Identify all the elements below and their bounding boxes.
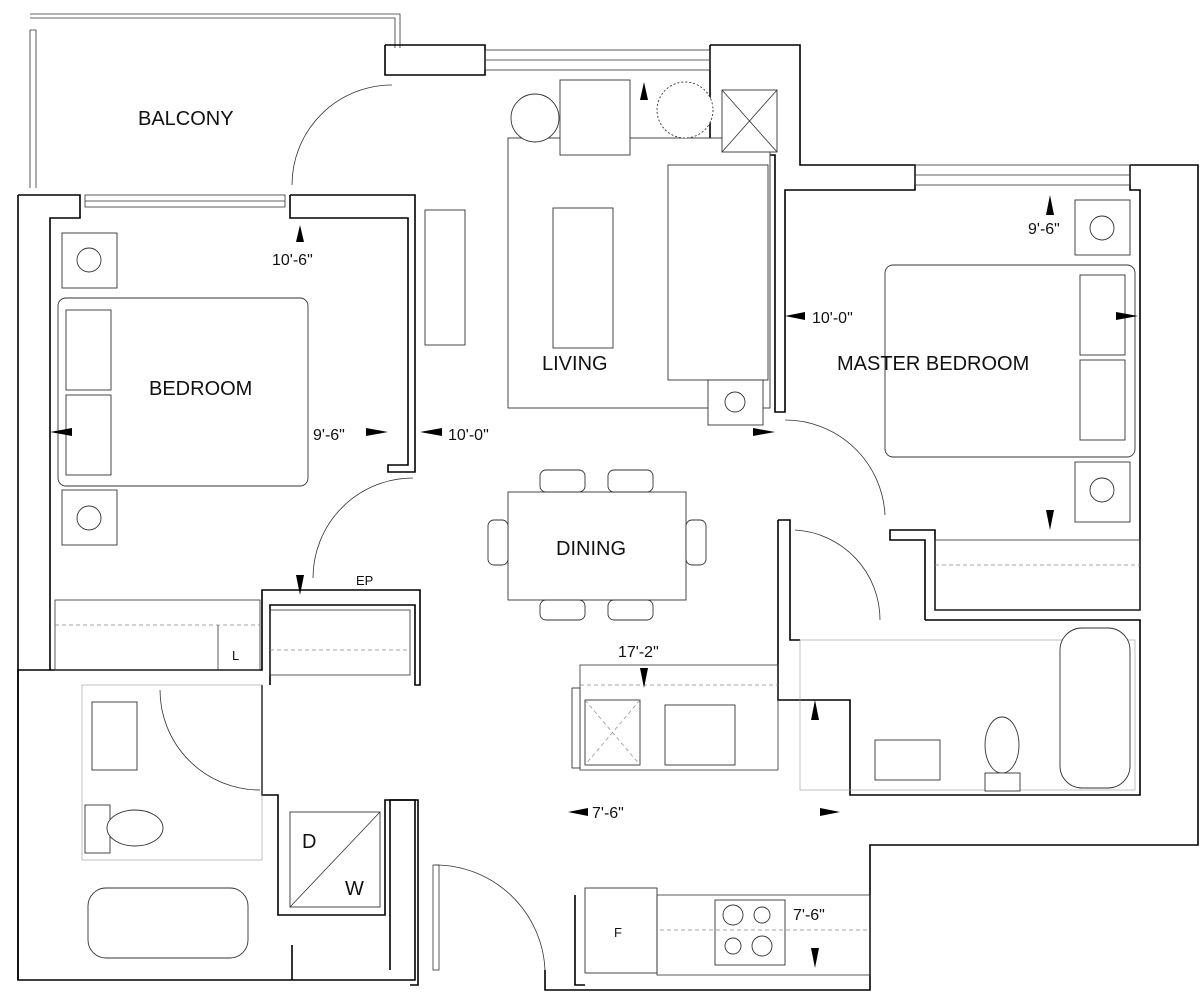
room-label-living: LIVING bbox=[542, 353, 608, 375]
dim-kitchen-length: 17'-2" bbox=[618, 644, 659, 661]
dim-master-depth: 10'-0" bbox=[812, 310, 853, 327]
kitchen bbox=[571, 664, 871, 976]
doors bbox=[159, 84, 886, 971]
bedroom-furniture bbox=[57, 199, 1136, 546]
label-washer: W bbox=[345, 878, 364, 900]
room-label-dining: DINING bbox=[556, 538, 626, 560]
dining-furniture bbox=[487, 469, 707, 621]
bathrooms bbox=[54, 539, 1141, 959]
dim-master-width: 9'-6" bbox=[1028, 221, 1060, 238]
label-ep: EP bbox=[356, 573, 373, 588]
label-dryer: D bbox=[302, 831, 316, 853]
room-label-balcony: BALCONY bbox=[138, 108, 234, 130]
windows bbox=[84, 49, 1131, 208]
dim-kitchen-width: 7'-6" bbox=[592, 805, 624, 822]
dim-bedroom-depth: 9'-6" bbox=[313, 427, 345, 444]
living-furniture bbox=[424, 79, 778, 426]
balcony bbox=[29, 13, 401, 188]
label-fridge: F bbox=[614, 925, 622, 940]
dim-bedroom-right: 10'-0" bbox=[448, 427, 489, 444]
dimension-arrows bbox=[50, 82, 1138, 968]
room-label-bedroom: BEDROOM bbox=[149, 378, 252, 400]
dim-bedroom-width: 10'-6" bbox=[272, 252, 313, 269]
room-label-master-bedroom: MASTER BEDROOM bbox=[837, 353, 1029, 375]
label-linen: L bbox=[232, 648, 239, 663]
exterior-walls bbox=[17, 44, 1199, 991]
dim-kitchen-right: 7'-6" bbox=[793, 907, 825, 924]
